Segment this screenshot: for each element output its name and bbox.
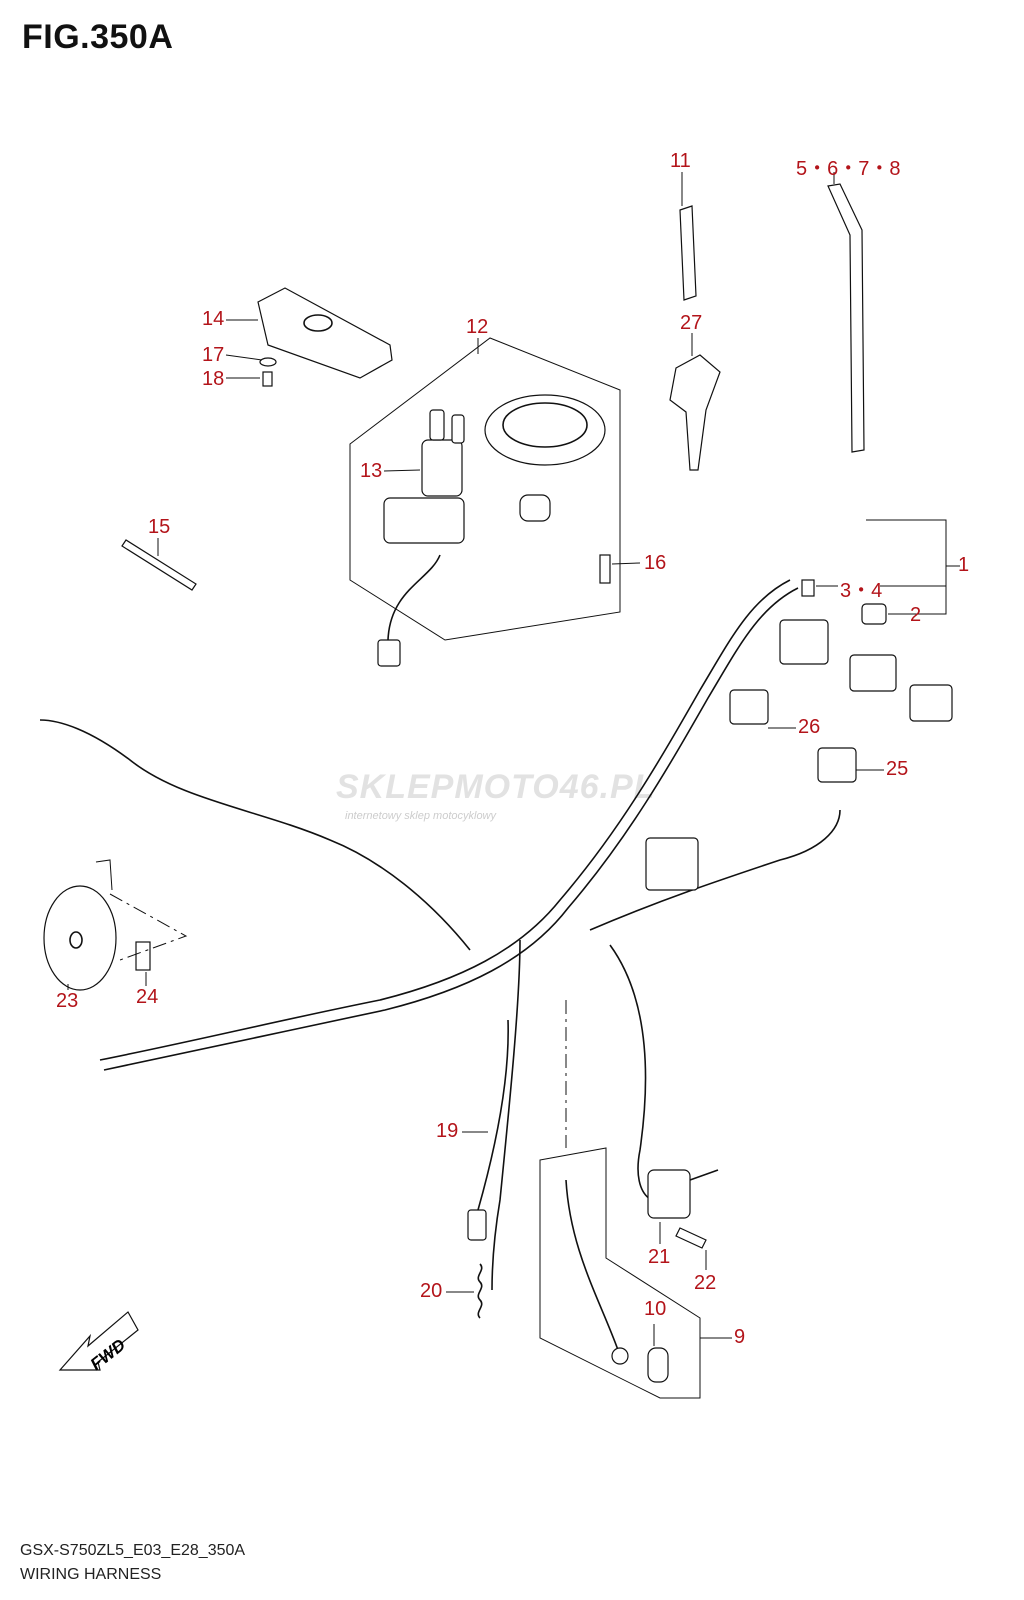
clamp-part — [679, 205, 697, 301]
callout-24: 24 — [136, 986, 159, 1008]
key-blank-part — [669, 354, 721, 471]
bolt-part-16 — [599, 554, 611, 584]
callout-17: 17 — [202, 344, 225, 366]
horn-part — [43, 885, 117, 991]
leader-16 — [611, 562, 641, 565]
screw-part — [262, 371, 273, 387]
spring-part — [477, 1263, 483, 1319]
callout-10: 10 — [644, 1298, 667, 1320]
figure-title: FIG.350A — [22, 18, 174, 56]
ignition-switch-body — [421, 439, 463, 497]
harness-right-upper — [589, 809, 841, 931]
callout-1: 1 — [958, 554, 970, 576]
ignition-switch-base — [383, 497, 465, 544]
washer-part — [259, 357, 277, 367]
cable-tie-part — [827, 183, 865, 453]
ground-lead-eyelet — [611, 1347, 629, 1365]
callout-11: 11 — [670, 150, 691, 172]
callout-5-8: 5・6・7・8 — [796, 158, 901, 180]
fuse-box-part — [645, 837, 699, 891]
leader-13 — [383, 469, 421, 472]
sensor-body — [467, 1209, 487, 1241]
ignition-group-outline — [349, 337, 621, 641]
callout-27: 27 — [680, 312, 703, 334]
callout-19: 19 — [436, 1120, 459, 1142]
leader-17 — [225, 354, 263, 361]
horn-center — [69, 931, 83, 949]
callout-26: 26 — [798, 716, 821, 738]
horn-bracket-dashline — [109, 893, 188, 961]
harness-right-branch — [609, 944, 681, 1203]
footer-model-code: GSX-S750ZL5_E03_E28_350A — [20, 1542, 246, 1559]
callout-18: 18 — [202, 368, 225, 390]
harness-main-trunk-b — [103, 587, 799, 1071]
callout-9: 9 — [734, 1326, 746, 1348]
callout-16: 16 — [644, 552, 667, 574]
harness-left-branch — [39, 719, 471, 951]
ground-lead-group-outline — [539, 1147, 701, 1399]
callout-25: 25 — [886, 758, 909, 780]
key-part-b — [451, 414, 465, 444]
callout-21: 21 — [648, 1246, 671, 1268]
horn-bracket — [95, 859, 113, 891]
sensor-wire — [477, 1019, 509, 1211]
fuse-part-2 — [861, 603, 887, 625]
fuel-cap-ring — [484, 394, 606, 466]
fwd-arrow-shape — [58, 1311, 139, 1371]
connector-block-a — [779, 619, 829, 665]
ground-lead-wire — [565, 1179, 619, 1351]
callout-20: 20 — [420, 1280, 443, 1302]
callout-15: 15 — [148, 516, 171, 538]
watermark-text: SKLEPMOTO46.PL — [336, 768, 656, 806]
connector-block-c — [909, 684, 953, 722]
connector-block-b — [849, 654, 897, 692]
callout-12: 12 — [466, 316, 489, 338]
relay-part-25 — [817, 747, 857, 783]
callout-14: 14 — [202, 308, 225, 330]
switch-plunger — [689, 1169, 719, 1181]
fuel-cap-lock — [519, 494, 551, 522]
harness-center-branch — [491, 939, 521, 1291]
footer-description: WIRING HARNESS — [20, 1566, 162, 1583]
fuel-cap-inner — [502, 402, 588, 448]
bolt-part-24 — [135, 941, 151, 971]
ground-terminal-part — [647, 1347, 669, 1383]
key-cover-hole — [303, 314, 333, 332]
leader-1 — [866, 519, 947, 615]
callout-13: 13 — [360, 460, 383, 482]
key-cover-part — [257, 287, 393, 379]
callout-2: 2 — [910, 604, 922, 626]
label-strip-part — [121, 539, 197, 591]
watermark-subtext: internetowy sklep motocyklowy — [345, 810, 497, 822]
callout-22: 22 — [694, 1272, 717, 1294]
relay-part-26 — [729, 689, 769, 725]
fuse-part-3-4 — [801, 579, 815, 597]
ignition-switch-connector — [377, 639, 401, 667]
key-part-a — [429, 409, 445, 441]
switch-part — [647, 1169, 691, 1219]
callout-23: 23 — [56, 990, 79, 1012]
bolt-part-22 — [675, 1227, 707, 1249]
harness-main-trunk — [99, 579, 791, 1061]
ignition-switch-wire — [387, 554, 441, 641]
callout-3-4: 3・4 — [840, 580, 883, 602]
